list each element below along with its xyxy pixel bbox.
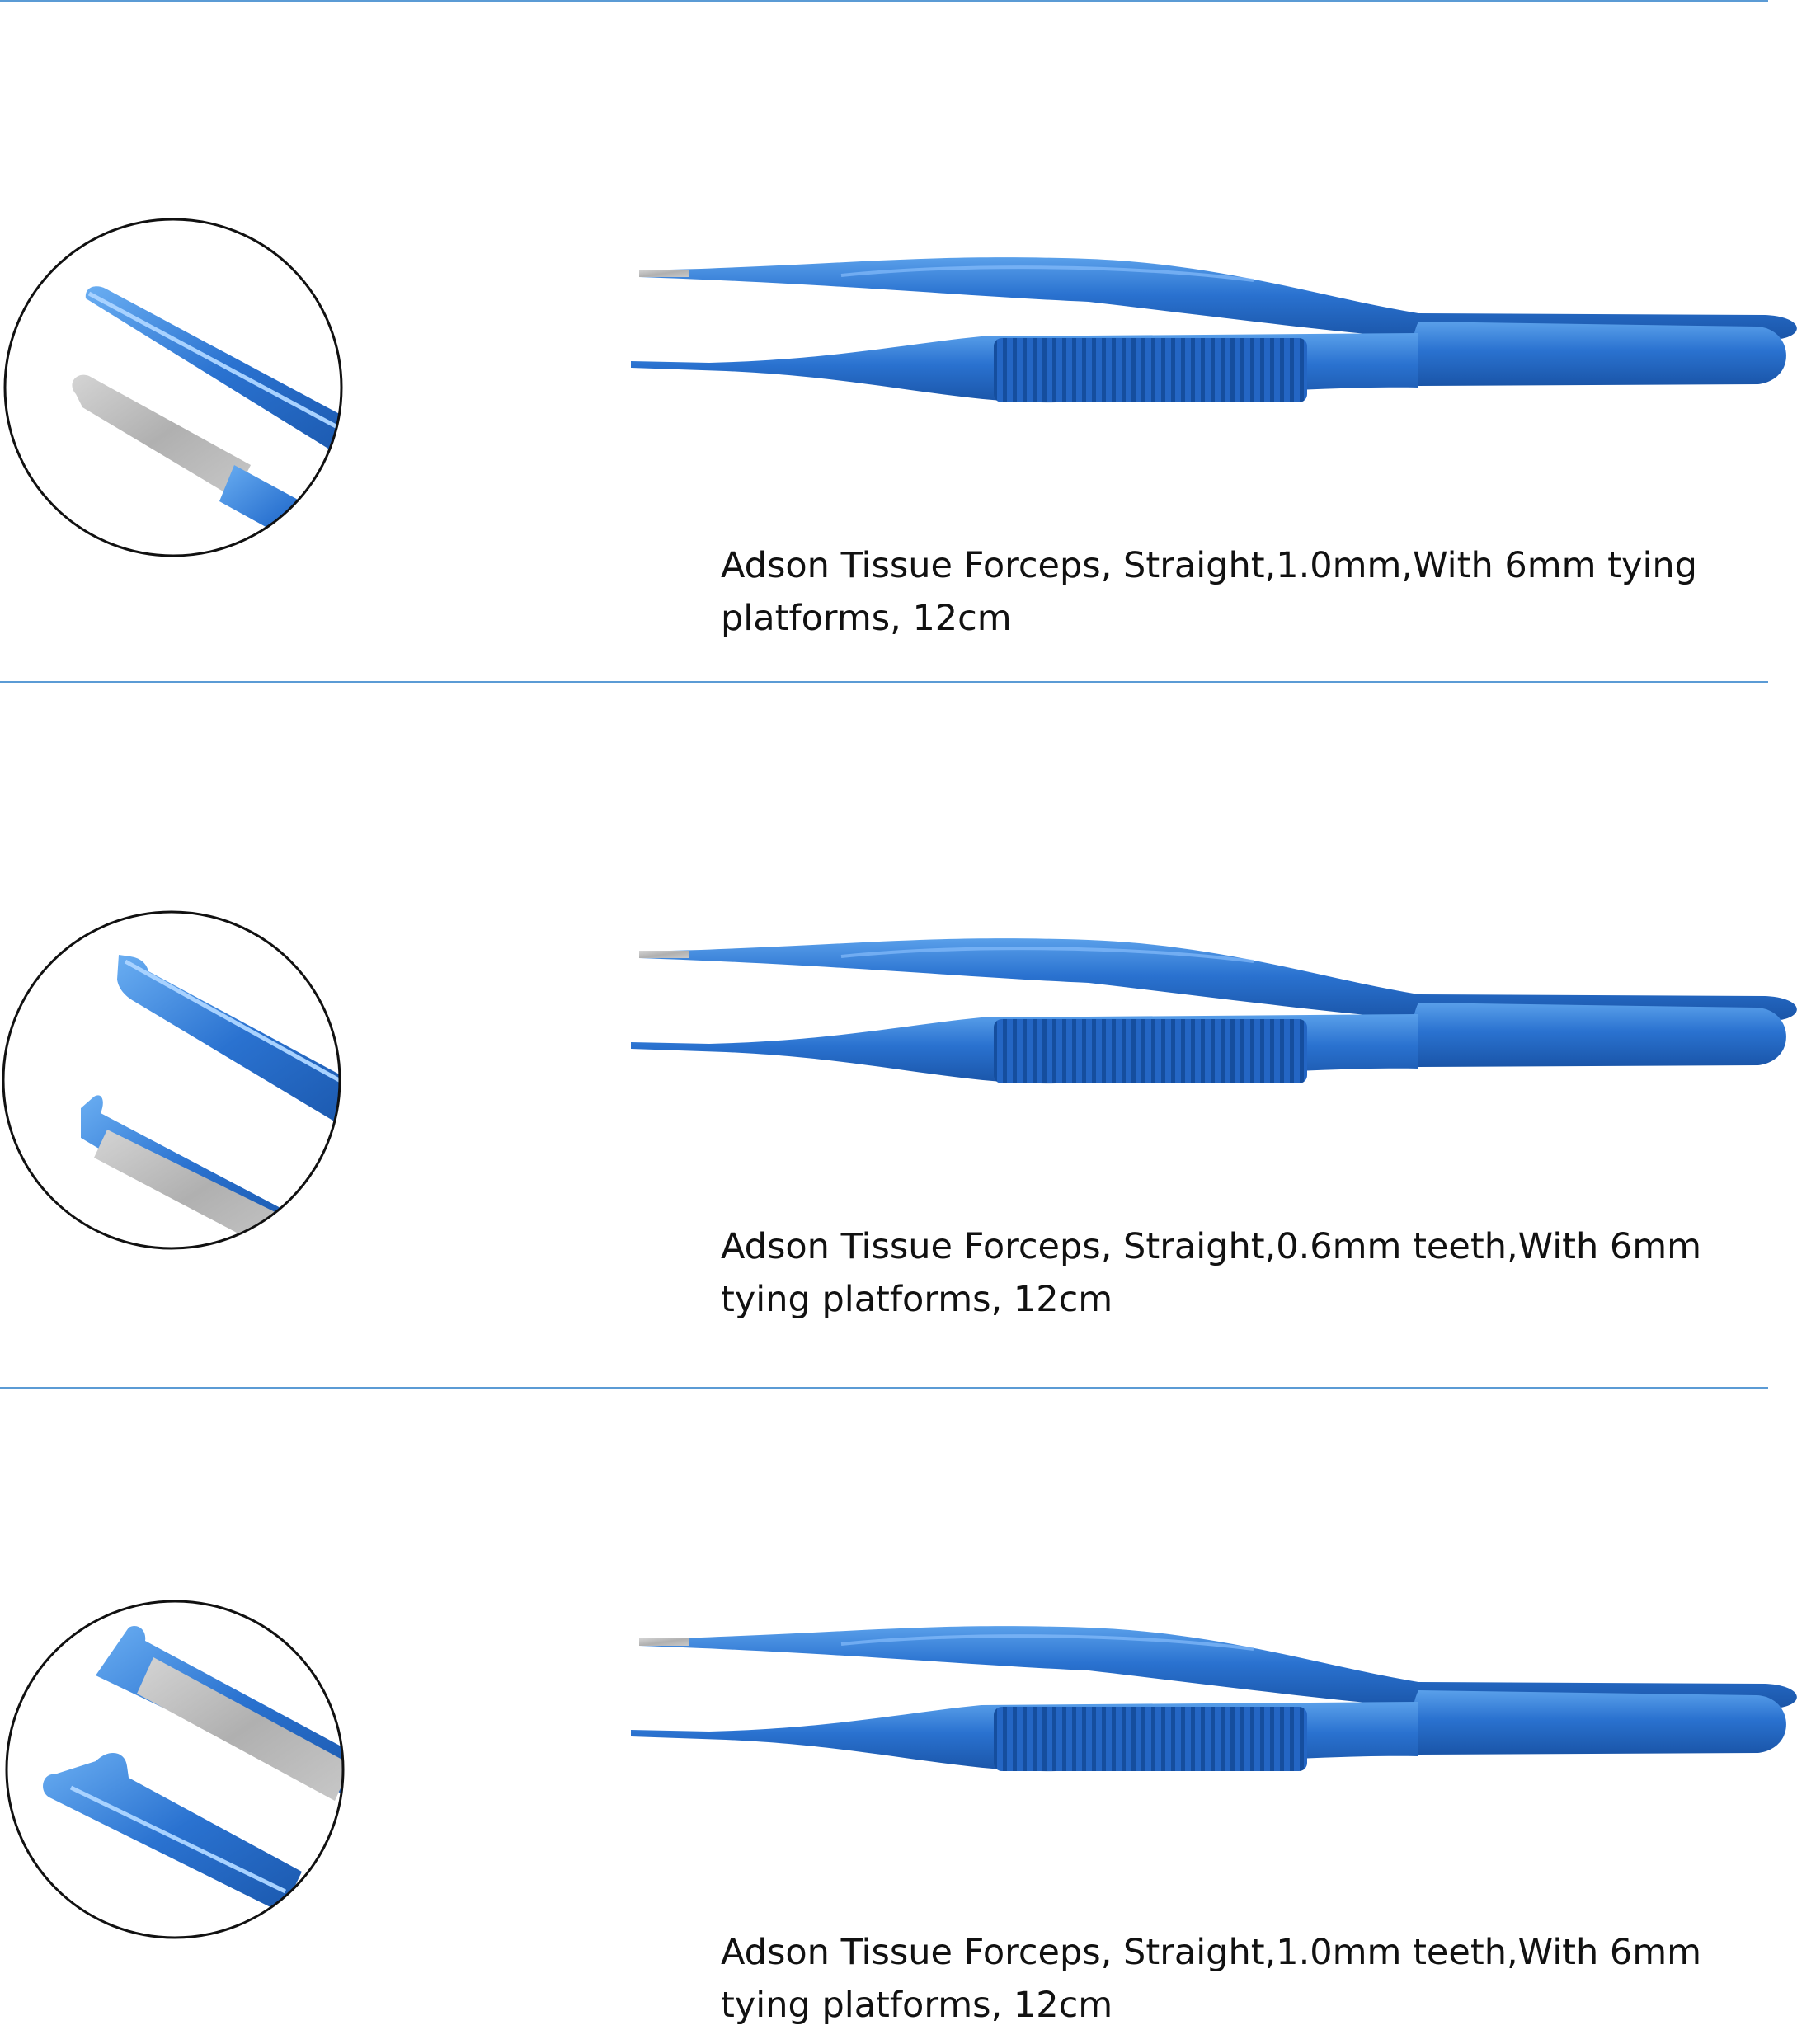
- forceps-image: [629, 937, 1797, 1086]
- forceps-image: [629, 256, 1797, 405]
- section-divider-2: [0, 1387, 1768, 1389]
- product-caption: Adson Tissue Forceps, Straight,1.0mm tee…: [721, 1932, 1702, 2026]
- teeth-tip-detail-icon: [5, 1600, 345, 1939]
- smooth-tip-detail-icon: [3, 218, 343, 557]
- teeth-tip-detail-icon: [2, 910, 341, 1250]
- section-divider-1: [0, 681, 1768, 683]
- product-caption: Adson Tissue Forceps, Straight,0.6mm tee…: [721, 1226, 1702, 1320]
- top-divider: [0, 0, 1768, 2]
- product-caption: Adson Tissue Forceps, Straight,1.0mm,Wit…: [721, 545, 1697, 639]
- forceps-image: [629, 1624, 1797, 1774]
